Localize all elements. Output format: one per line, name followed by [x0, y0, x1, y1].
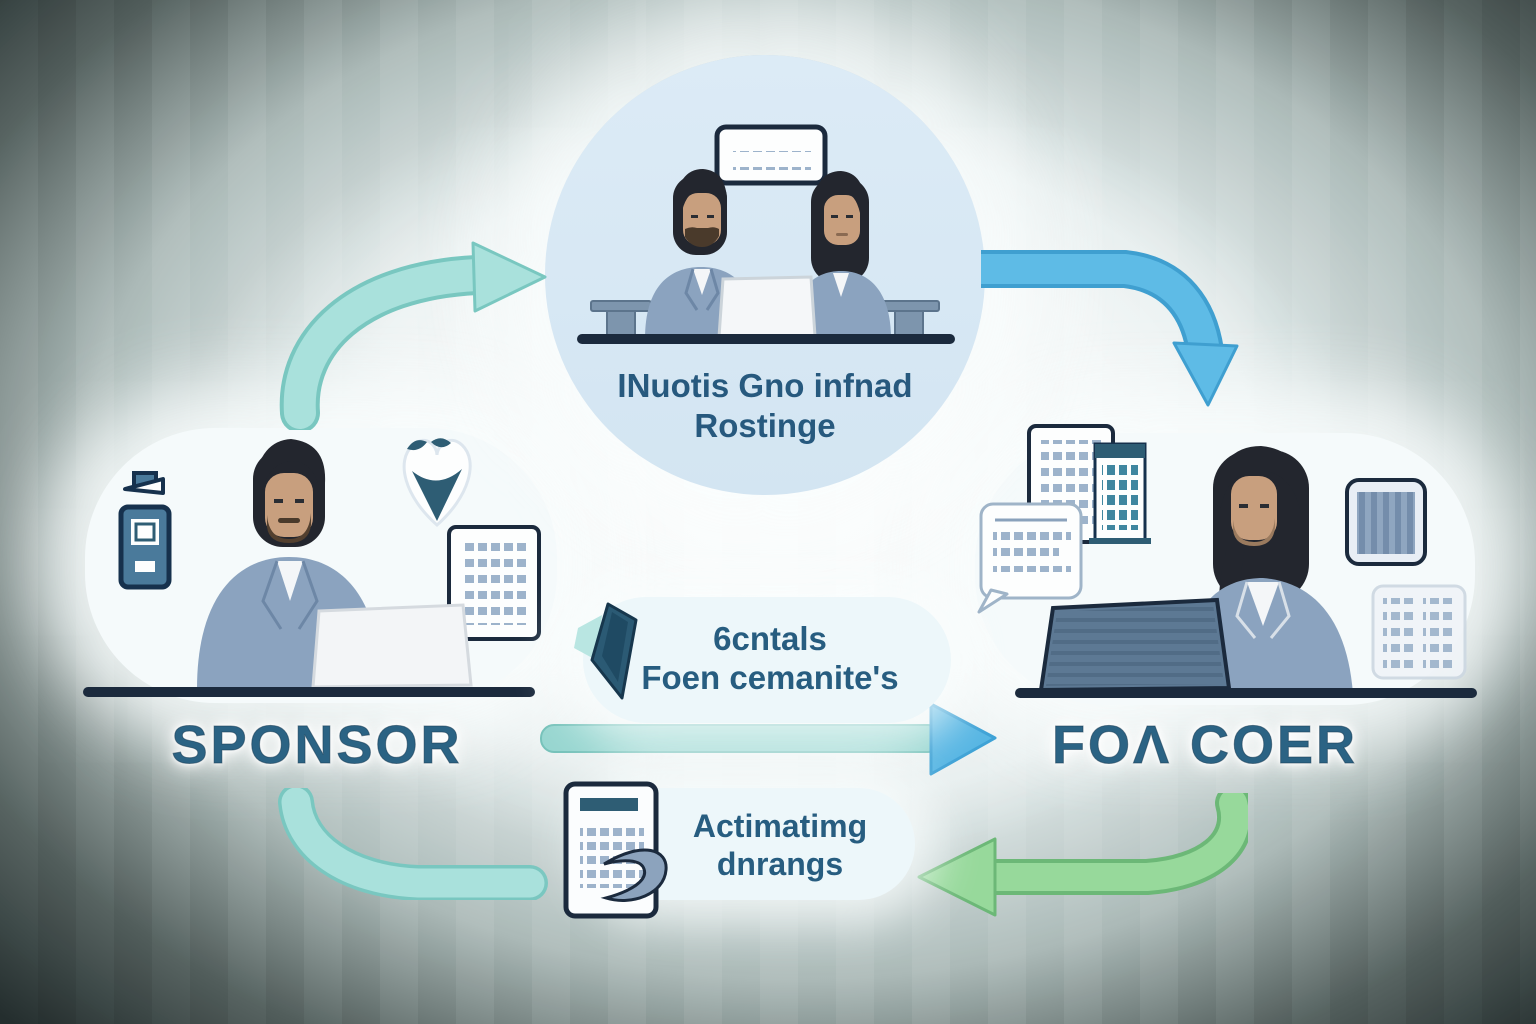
speech-bubble-icon: [977, 502, 1083, 614]
calendar-icon: [563, 781, 668, 919]
meeting-woman: [791, 171, 891, 339]
laptop-icon: [311, 603, 473, 689]
submission-bubble-text: 6cntals Foen cemanite's: [600, 620, 940, 698]
meeting-caption-line1: INuotis Gno infnad: [617, 367, 913, 404]
update-line2: dnrangs: [716, 845, 844, 882]
sign-icon: [714, 124, 828, 186]
building-icon: [1371, 584, 1467, 680]
sponsor-desk: [83, 687, 535, 697]
ribbon-icon: [574, 602, 638, 700]
arrow-sponsor-to-fda-icon: [540, 702, 997, 776]
meeting-scene: [577, 124, 955, 344]
arrow-meeting-to-fda-icon: [981, 250, 1239, 407]
arrow-sponsor-to-update-icon: [278, 788, 548, 900]
update-bubble-text: Actimatimg dnrangs: [660, 808, 900, 884]
sponsor-label: SPONSOR: [171, 715, 463, 776]
meeting-caption: INuotis Gno infnad Rostinge: [565, 366, 965, 447]
meeting-caption-line2: Rostinge: [694, 407, 836, 445]
arrow-sponsor-to-meeting-icon: [279, 241, 547, 430]
submission-bubble: [583, 597, 951, 723]
fda-scene: [977, 424, 1477, 698]
laptop-icon: [717, 275, 817, 339]
update-line1: Actimatimg: [692, 808, 868, 844]
page-curl-icon: [600, 848, 668, 902]
arrow-fda-to-sponsor-icon: [917, 793, 1248, 917]
meeting-desk: [577, 334, 955, 344]
laptop-icon: [1038, 597, 1232, 693]
shield-heart-icon: [402, 438, 472, 527]
sponsor-scene: [83, 438, 541, 697]
building-icon: [1089, 442, 1151, 544]
submission-line2: Foen cemanite's: [641, 658, 899, 696]
medicine-bottle-icon: [118, 471, 172, 590]
document-icon: [447, 525, 541, 641]
fda-desk: [1015, 688, 1477, 698]
fda-label: FOΛ COER: [1051, 715, 1359, 776]
submission-line1: 6cntals: [713, 620, 827, 657]
building-icon: [1345, 478, 1427, 566]
